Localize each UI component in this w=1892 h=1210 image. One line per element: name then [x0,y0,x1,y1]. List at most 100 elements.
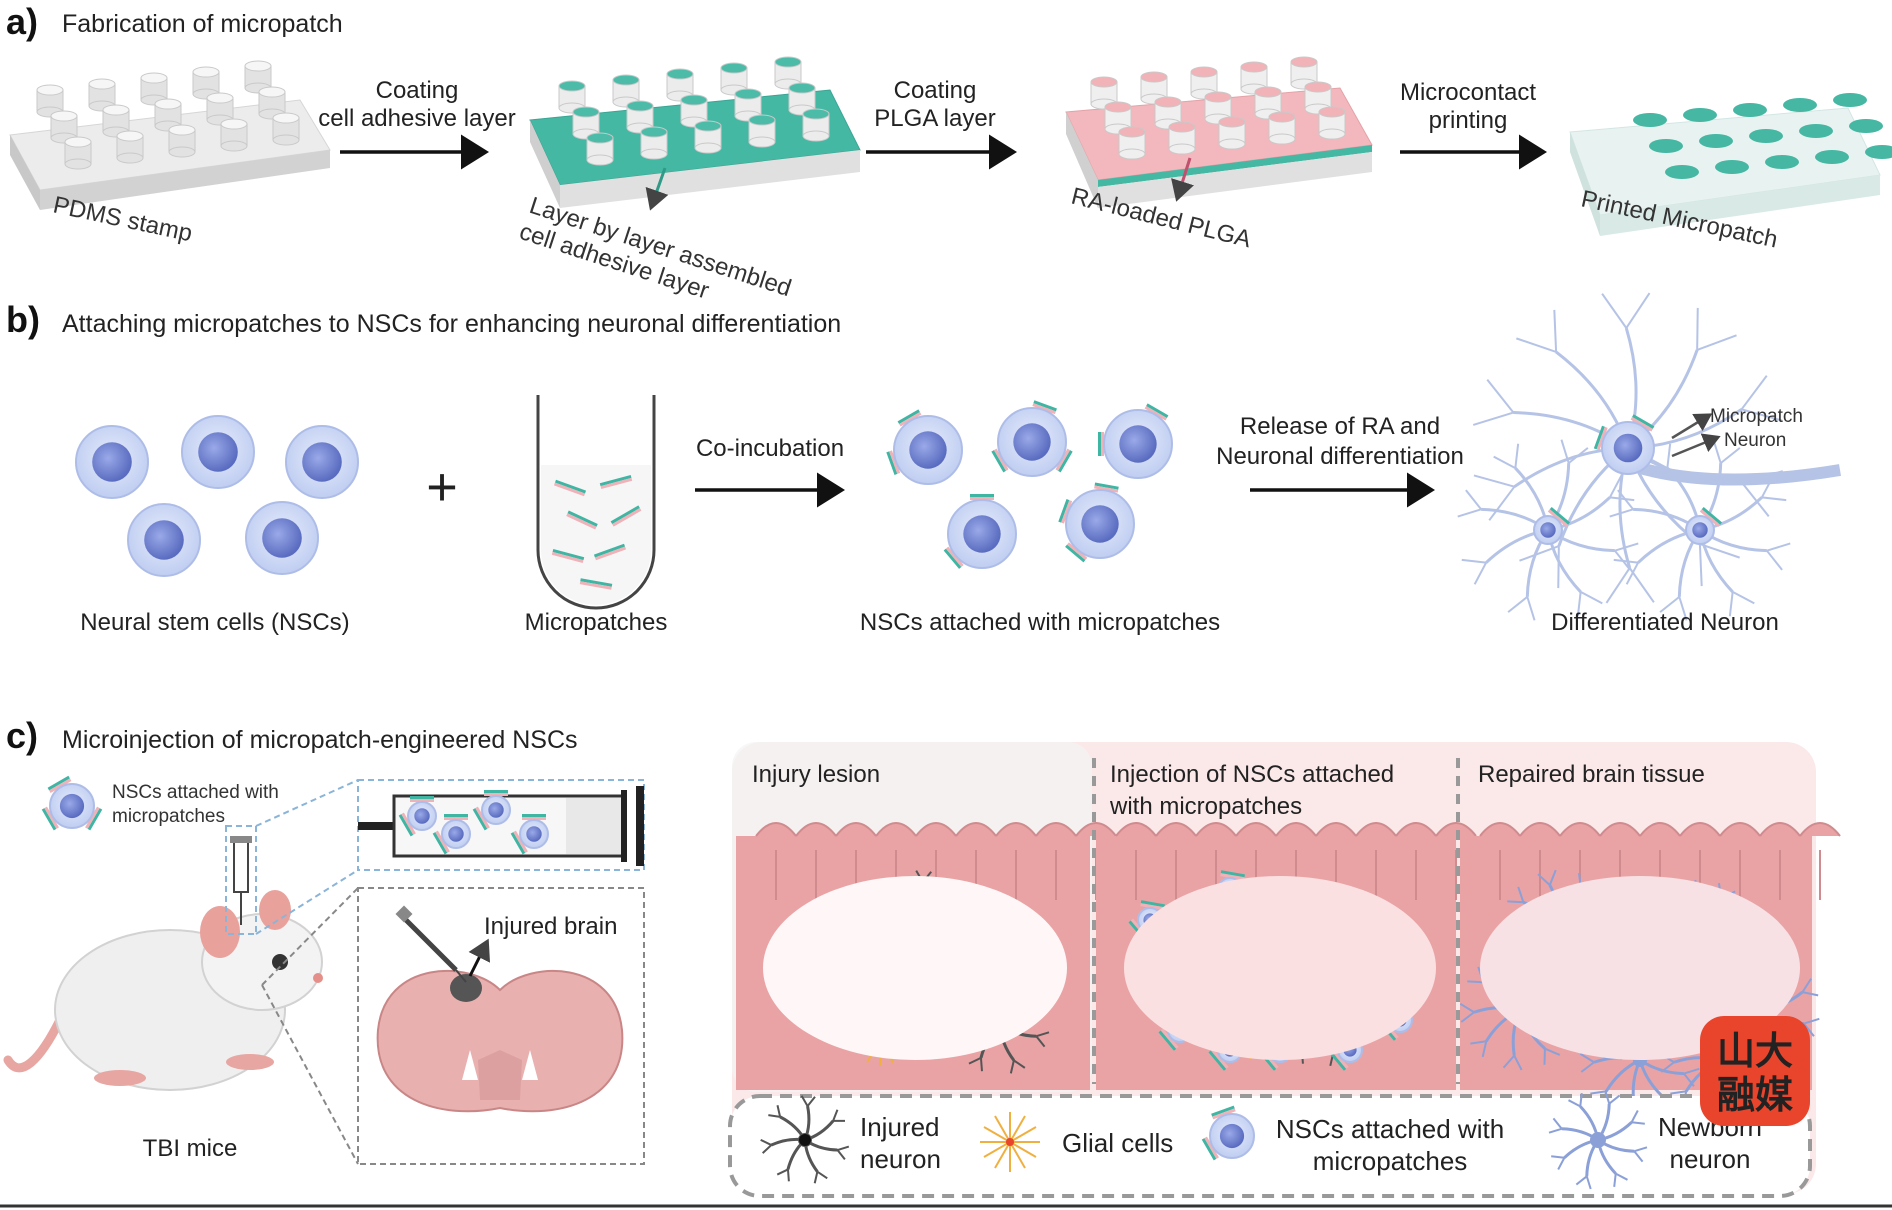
pdms-pillars [36,60,300,170]
syringe-cell [398,796,437,837]
micropatch [432,830,450,855]
differentiated-neuron-illustration [1457,292,1841,621]
coated-pillar [640,126,668,160]
plga-pillar [1140,71,1168,105]
micropatch [970,494,994,500]
nsc-cell [75,425,149,499]
micropatch [1032,400,1057,415]
tube-micropatch [599,474,633,490]
printed-patch [1699,134,1733,148]
micropatch [1208,1048,1229,1071]
tube-micropatches [551,474,642,590]
adhesive-coated-stamp [529,56,861,208]
legend-glial-cell-icon [980,1112,1040,1172]
plga-pillar [1268,111,1296,145]
legend-nsc-shape [1201,1105,1255,1161]
panel-a: a) Fabrication of micropatch PDMS stamp … [6,1,1892,305]
adhesive-layer-pointer [645,167,669,211]
arrow1-label-line1: Coating [376,77,459,104]
plga-layer-pointer [1171,157,1194,202]
panel-c-title: Microinjection of micropatch-engineered … [62,726,578,754]
legend-injured-line1: Injured [860,1112,940,1142]
printed-patch [1765,155,1799,169]
micropatch [41,806,59,831]
watermark-logo: 山大 融媒 [1700,1016,1810,1126]
printed-patch [1833,93,1867,107]
micropatch-callout-arrow [1671,413,1713,440]
lesion-area-stage3 [1480,876,1800,1060]
tube-micropatch [553,479,587,497]
printed-micropatches [1633,93,1892,179]
pdms-pillar [64,136,92,170]
panel-b-letter: b) [6,299,40,340]
micropatch [897,409,922,427]
plga-pillar [1204,91,1232,125]
mini-syringe-icon [230,836,252,925]
micropatch [1699,506,1723,527]
plus-icon: + [426,457,458,517]
syringe-cell [432,814,471,855]
micropatch [1630,414,1655,432]
injection-syringe-icon [395,905,467,983]
arrow3-label-line1: Microcontact [1400,79,1536,106]
printed-patch [1715,160,1749,174]
plga-pillar [1290,56,1318,90]
adhesive-pillars [558,56,830,166]
attached-label: NSCs attached with micropatches [860,609,1220,636]
syringe-cell [472,790,511,831]
watermark-line1: 山大 [1717,1031,1793,1073]
pdms-pillar [168,124,196,158]
nsc-cell [245,501,319,575]
pdms-pillar [192,66,220,100]
printed-patch [1683,108,1717,122]
nsc-attached-label-line2: micropatches [112,806,225,827]
plga-coated-stamp [1065,56,1373,208]
micropatch [943,546,964,569]
printed-patch [1649,139,1683,153]
syringe-cell [510,814,549,855]
attached-cell [991,400,1073,477]
printed-patch [1749,129,1783,143]
micropatch [1547,506,1571,527]
micropatch [1220,870,1245,881]
legend-injured-core [799,1134,811,1146]
legend-injured-line2: neuron [860,1144,941,1174]
attached-cell [1098,403,1173,479]
callout-neuron: Neuron [1724,430,1786,451]
nscs-attached-with-micropatches [886,400,1173,569]
plga-pillar [1304,81,1332,115]
stage1-label: Injury lesion [752,761,880,788]
micropatch [85,806,103,831]
panel-a-letter: a) [6,1,38,42]
nsc-label: Neural stem cells (NSCs) [80,609,349,636]
panel-b: b) Attaching micropatches to NSCs for en… [6,292,1841,636]
legend-newborn-line2: neuron [1670,1144,1751,1174]
coated-pillar [802,108,830,142]
legend-nsc-line2: micropatches [1313,1146,1468,1176]
neuron-soma [1685,506,1723,545]
nsc-cell [127,503,201,577]
coated-pillar [680,94,708,128]
micropatch [1144,403,1169,421]
attached-cell [886,409,963,485]
release-label-line1: Release of RA and [1240,413,1440,440]
release-label-line2: Neuronal differentiation [1216,443,1464,470]
coated-pillar [694,120,722,154]
arrow2-label-line2: PLGA layer [874,105,995,132]
pdms-pillar [258,86,286,120]
legend-nsc-line1: NSCs attached with [1276,1114,1504,1144]
panel-c-letter: c) [6,715,38,756]
micropatch [1211,1105,1236,1120]
legend-newborn-neuron-icon [1548,1090,1648,1190]
brain-tissue-panel: Injury lesion Injection of NSCs attached… [728,742,1841,1198]
tbi-mouse [3,890,323,1091]
neuron-soma [1593,414,1655,475]
micropatch [510,830,528,855]
legend-injured-neuron-icon [760,1095,850,1184]
tube-micropatch [593,543,627,561]
panel-b-title: Attaching micropatches to NSCs for enhan… [62,310,841,338]
micropatch [1065,542,1088,563]
coated-pillar [612,74,640,108]
